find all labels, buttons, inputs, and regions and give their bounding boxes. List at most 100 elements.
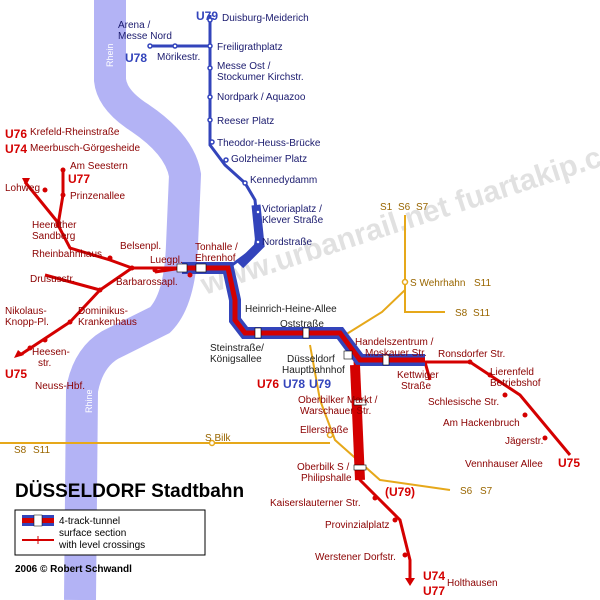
station-werstener-dorfstr: Werstener Dorfstr.: [315, 552, 396, 563]
station-drususstr: Drususstr.: [30, 274, 75, 285]
station-victoriaplatz-1: Victoriaplatz /: [262, 204, 322, 215]
station-schlesische-str: Schlesische Str.: [428, 397, 499, 408]
station-freiligrathplatz: Freiligrathplatz: [217, 42, 283, 53]
station-kaiserslauterner-str: Kaiserslauterner Str.: [270, 498, 361, 509]
line-label-u75: U75: [5, 367, 27, 381]
station-ronsdorfer-str: Ronsdorfer Str.: [438, 349, 505, 360]
station-dominikus-1: Dominikus-: [78, 306, 128, 317]
line-label-u79-paren: (U79): [385, 485, 415, 499]
sbahn-label-s8-left: S8: [14, 445, 27, 456]
river-label-bottom: Rhine: [84, 389, 94, 413]
legend-surface-text: surface section: [59, 528, 126, 539]
station-barbarossapl: Barbarossapl.: [116, 277, 178, 288]
station-oberbilker-markt-2: Warschauer Str.: [300, 406, 371, 417]
line-label-u77-bottom: U77: [423, 584, 445, 598]
arrow-holthausen: [405, 578, 415, 586]
map-title: DÜSSELDORF Stadtbahn: [15, 481, 244, 502]
station-belsenpl: Belsenpl.: [120, 241, 161, 252]
station-am-seestern: Am Seestern: [70, 161, 128, 172]
station-holthausen: Holthausen: [447, 578, 498, 589]
station-rheinbahnhaus: Rheinbahnhaus: [32, 249, 102, 260]
station-duisburg-meiderich: Duisburg-Meiderich: [222, 13, 309, 24]
station-nordpark: Nordpark / Aquazoo: [217, 92, 306, 103]
central-tunnel: [182, 262, 425, 481]
station-victoriaplatz-2: Klever Straße: [262, 215, 324, 226]
station-s-bilk: S Bilk: [205, 433, 232, 444]
station-luegpl: Luegpl.: [150, 255, 183, 266]
station-provinzialplatz: Provinzialplatz: [325, 520, 389, 531]
station-oberbilk-2: Philipshalle: [301, 473, 352, 484]
station-ellerstrasse: Ellerstraße: [300, 425, 349, 436]
station-dots: [147, 17, 261, 245]
legend-tunnel-text: 4-track-tunnel: [59, 516, 120, 527]
station-lierenfeld-2: Betriebshof: [490, 378, 541, 389]
sbahn-label-s11-wehrhahn: S11: [474, 278, 491, 289]
tunnel-station-marks: [176, 263, 390, 471]
station-s-wehrhahn: S Wehrhahn: [410, 278, 465, 289]
s-bahn-lines: [0, 215, 451, 491]
station-heesenstr-2: str.: [38, 358, 51, 369]
station-handelszentrum-1: Handelszentrum /: [355, 337, 434, 348]
station-theodor-heuss: Theodor-Heuss-Brücke: [217, 138, 321, 149]
station-hbf-2: Hauptbahnhof: [282, 365, 345, 376]
station-arena-2: Messe Nord: [118, 31, 172, 42]
line-label-u76-hbf: U76: [257, 377, 279, 391]
station-kennedydamm: Kennedydamm: [250, 175, 317, 186]
station-vennhauser-allee: Vennhauser Allee: [465, 459, 543, 470]
station-dots-red: [27, 167, 548, 558]
station-lohweg: Lohweg: [5, 183, 40, 194]
arrow-krefeld: [22, 178, 30, 186]
station-oststrasse: Oststraße: [280, 319, 324, 330]
station-steinstrasse-1: Steinstraße/: [210, 343, 264, 354]
station-nikolaus-1: Nikolaus-: [5, 306, 47, 317]
station-krefeld: Krefeld-Rheinstraße: [30, 127, 120, 138]
line-label-u79-hbf: U79: [309, 377, 331, 391]
station-messe-ost-2: Stockumer Kirchstr.: [217, 72, 304, 83]
station-golzheimer-platz: Golzheimer Platz: [231, 154, 307, 165]
station-kettwiger-2: Straße: [401, 381, 431, 392]
blue-tunnel-north: [236, 204, 265, 269]
legend: 4-track-tunnel surface section with leve…: [14, 509, 206, 556]
sbahn-label-s11-wehrhahn-2: S11: [473, 308, 490, 319]
station-hbf-1: Düsseldorf: [287, 354, 335, 365]
station-reeser-platz: Reeser Platz: [217, 116, 274, 127]
station-am-hackenbruch: Am Hackenbruch: [443, 418, 520, 429]
station-handelszentrum-2: Moskauer Str.: [365, 348, 427, 359]
legend-surface-symbol: [22, 536, 54, 544]
station-tonhalle-2: Ehrenhof: [195, 253, 236, 264]
sbahn-label-s6: S6: [398, 202, 411, 213]
station-messe-ost-1: Messe Ost /: [217, 61, 271, 72]
line-label-u78-hbf: U78: [283, 377, 305, 391]
station-prinzenallee: Prinzenallee: [70, 191, 125, 202]
station-moerikestr: Mörikestr.: [157, 52, 200, 63]
station-jaegerstr: Jägerstr.: [505, 436, 543, 447]
copyright: 2006 © Robert Schwandl: [15, 564, 132, 575]
line-label-u75-right: U75: [558, 456, 580, 470]
line-label-u74: U74: [5, 142, 27, 156]
sbahn-label-s1: S1: [380, 202, 393, 213]
station-dominikus-2: Krankenhaus: [78, 317, 137, 328]
station-nordstrasse: Nordstraße: [262, 237, 312, 248]
station-meerbusch: Meerbusch-Görgesheide: [30, 143, 140, 154]
sbahn-label-s7: S7: [416, 202, 429, 213]
station-kettwiger-1: Kettwiger: [397, 370, 439, 381]
river-rhine: [64, 0, 202, 600]
sbahn-label-s11-left: S11: [33, 445, 50, 456]
station-tonhalle-1: Tonhalle /: [195, 242, 238, 253]
sbahn-label-s8-wehrhahn: S8: [455, 308, 468, 319]
station-heerdther-2: Sandberg: [32, 231, 75, 242]
line-label-u77: U77: [68, 172, 90, 186]
legend-tunnel-symbol: [22, 514, 54, 527]
station-oberbilk-1: Oberbilk S /: [297, 462, 349, 473]
legend-crossings-text: with level crossings: [58, 540, 145, 551]
station-heerdther-1: Heerdther: [32, 220, 77, 231]
line-label-u74-bottom: U74: [423, 569, 445, 583]
station-neuss-hbf: Neuss-Hbf.: [35, 381, 85, 392]
line-label-u79-top: U79: [196, 9, 218, 23]
sbahn-label-s7-bottom: S7: [480, 486, 493, 497]
station-nikolaus-2: Knopp-Pl.: [5, 317, 49, 328]
line-label-u78: U78: [125, 51, 147, 65]
river-label-top: Rhein: [105, 43, 115, 67]
station-steinstrasse-2: Königsallee: [210, 354, 262, 365]
